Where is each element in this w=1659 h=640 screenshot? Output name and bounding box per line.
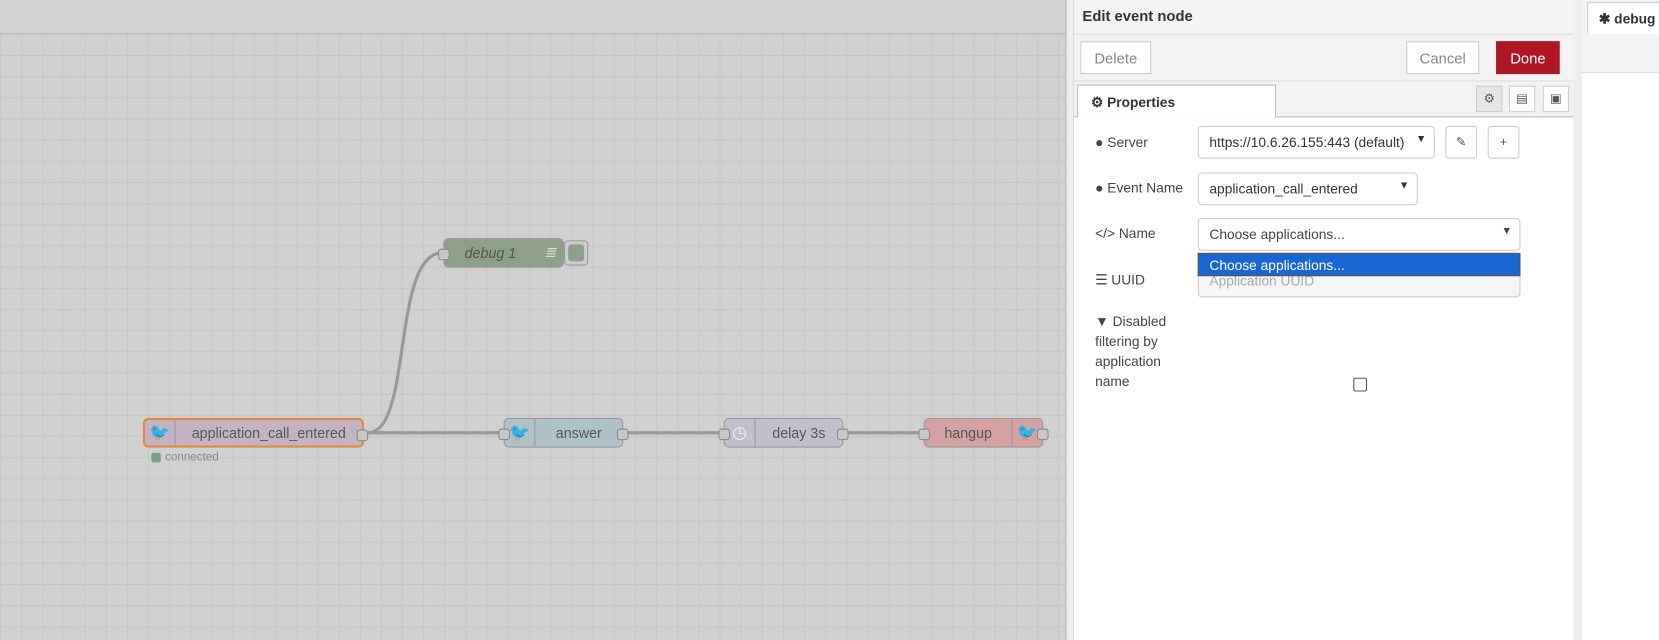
code-icon: </> (1095, 225, 1116, 242)
event-name-select[interactable]: application_call_entered▼ (1197, 172, 1418, 206)
description-icon[interactable]: ▤ (1508, 85, 1536, 113)
tab-properties[interactable]: ⚙ Properties (1077, 84, 1277, 118)
add-server-button[interactable]: + (1487, 125, 1520, 159)
gear-icon: ⚙ (1090, 94, 1104, 111)
input-port[interactable] (498, 428, 511, 441)
server-label: ● Server (1095, 134, 1148, 151)
appearance-icon[interactable]: ▣ (1542, 85, 1570, 113)
dropdown-option-choose-applications[interactable]: Choose applications... (1197, 252, 1521, 277)
bird-icon: 🐦 (505, 419, 536, 447)
chevron-down-icon: ▼ (1415, 133, 1427, 145)
node-status: connected (151, 451, 219, 463)
server-select[interactable]: https://10.6.26.155:443 (default)▼ (1197, 125, 1435, 159)
node-debug-1[interactable]: debug 1 ≣ (438, 238, 564, 268)
bird-icon: 🐦 (145, 420, 176, 446)
node-application-call-entered[interactable]: 🐦application_call_entered (142, 417, 369, 448)
canvas-header (0, 0, 1066, 34)
flow-canvas[interactable]: 🐦application_call_entered connected debu… (0, 0, 1066, 640)
node-hangup[interactable]: hangup 🐦 (918, 417, 1049, 448)
chevron-down-icon: ▼ (1501, 225, 1513, 238)
globe-icon: ● (1095, 179, 1104, 196)
node-delay-3s[interactable]: ◷delay 3s (718, 417, 849, 448)
bird-icon: 🐦 (1011, 419, 1043, 447)
debug-toggle-button[interactable] (563, 240, 589, 266)
output-port[interactable] (616, 428, 629, 441)
uuid-label: ☰ UUID (1095, 271, 1145, 288)
event-name-label: ● Event Name (1095, 179, 1183, 196)
filter-icon: ▼ (1095, 313, 1109, 330)
edit-tray: Edit event node Delete Cancel Done ⚙ Pro… (1073, 0, 1574, 640)
sidebar: ✱ debug (1573, 0, 1659, 640)
name-label: </> Name (1095, 225, 1156, 242)
name-select[interactable]: Choose applications...▼ (1197, 217, 1521, 251)
cancel-button[interactable]: Cancel (1406, 41, 1480, 75)
globe-icon: ● (1095, 134, 1104, 151)
splitter[interactable] (1065, 0, 1074, 640)
list-icon: ☰ (1095, 271, 1108, 288)
tab-debug[interactable]: ✱ debug (1587, 2, 1659, 34)
disable-filter-checkbox[interactable] (1353, 377, 1368, 392)
node-answer[interactable]: 🐦answer (498, 417, 629, 448)
chevron-down-icon: ▼ (1398, 179, 1410, 192)
properties-gear-icon[interactable]: ⚙ (1476, 85, 1503, 113)
output-port[interactable] (1036, 428, 1049, 441)
filter-label: ▼ Disabled filtering by application name (1095, 313, 1167, 390)
input-port[interactable] (718, 428, 731, 441)
input-port[interactable] (918, 428, 931, 441)
edit-server-button[interactable]: ✎ (1445, 125, 1478, 159)
done-button[interactable]: Done (1496, 41, 1560, 75)
input-port[interactable] (438, 248, 450, 261)
wires (367, 251, 923, 435)
list-icon: ≣ (536, 239, 562, 267)
timer-icon: ◷ (725, 419, 756, 447)
tray-title: Edit event node (1073, 0, 1574, 35)
output-port[interactable] (836, 428, 849, 441)
delete-button[interactable]: Delete (1080, 41, 1152, 75)
bug-icon: ✱ (1598, 10, 1611, 27)
output-port[interactable] (356, 429, 369, 442)
